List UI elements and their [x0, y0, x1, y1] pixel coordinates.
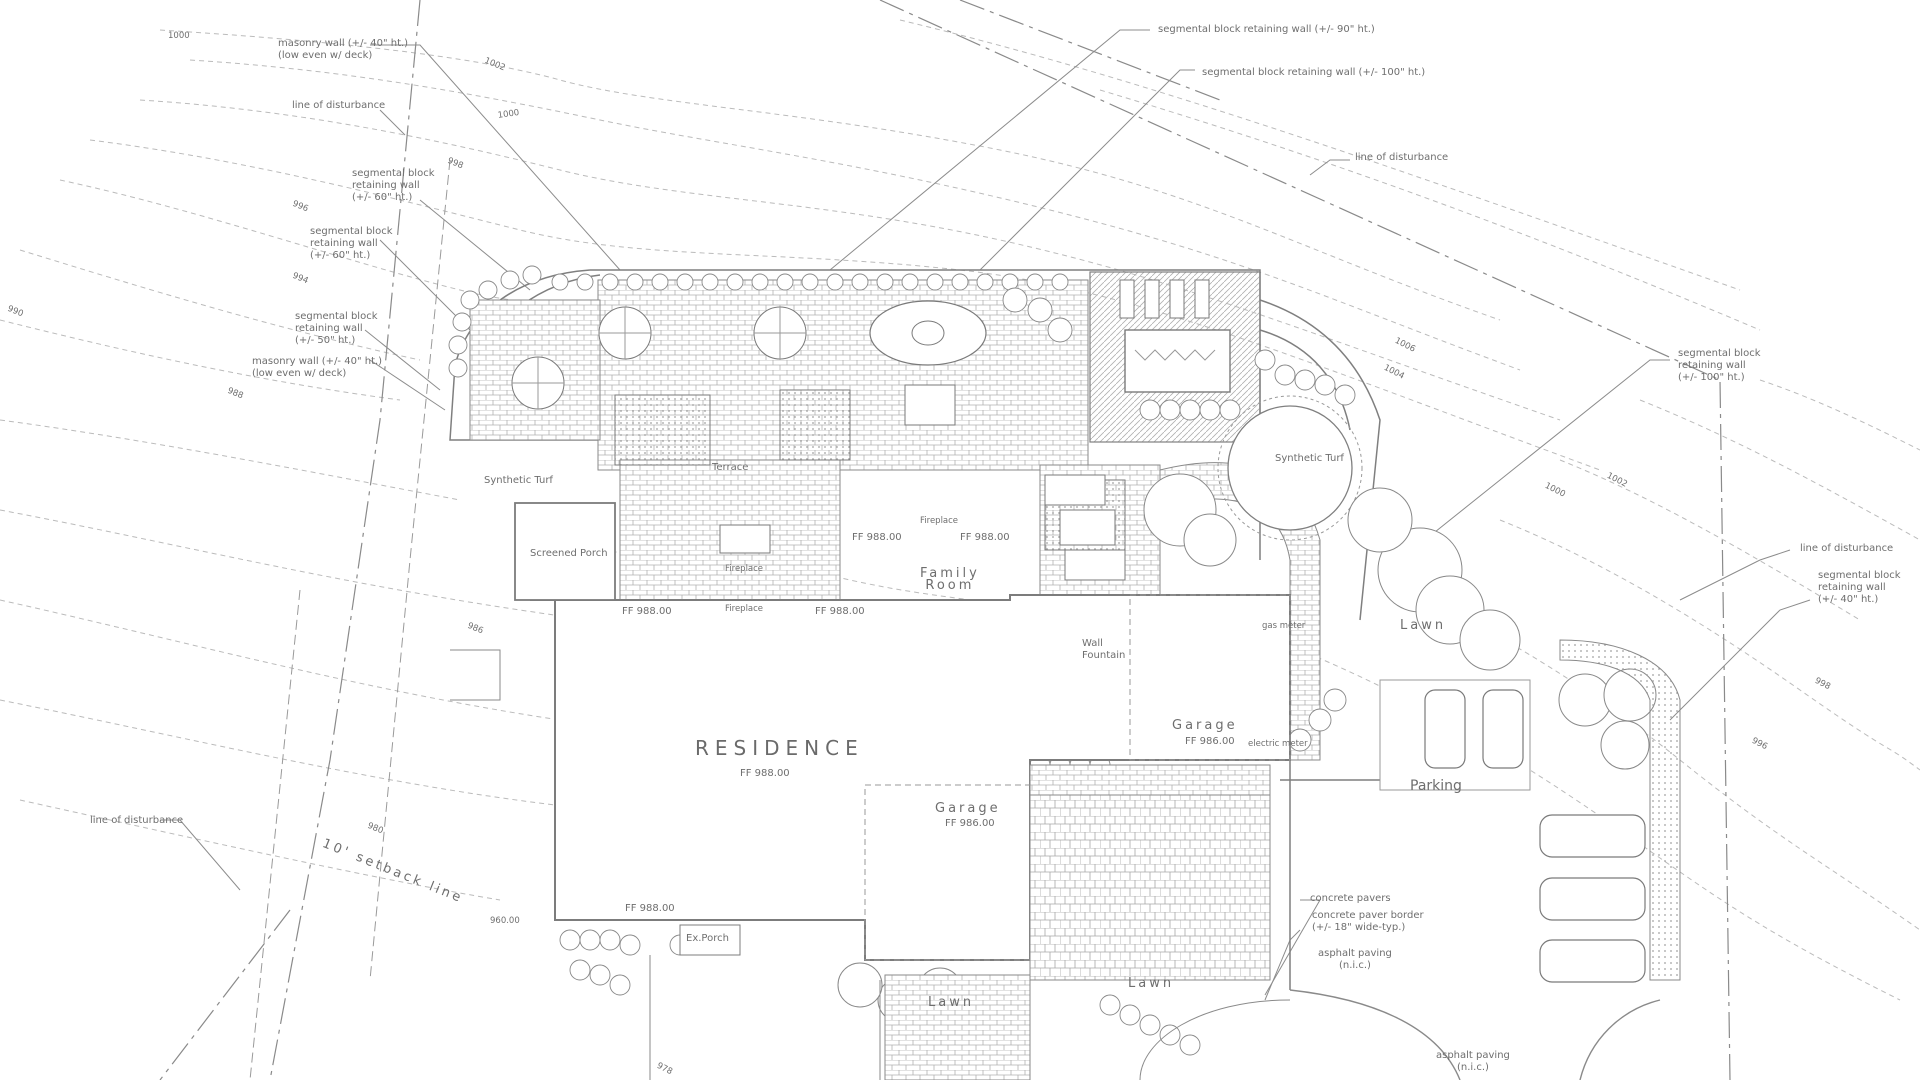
annotation-retaining-wall: segmental block retaining wall (+/- 60" … — [352, 168, 435, 203]
patio-tables — [511, 306, 956, 554]
wall-fountain-label: Wall Fountain — [1082, 638, 1126, 661]
annotation-masonry-wall: masonry wall (+/- 40" ht.) (low even w/ … — [252, 356, 383, 379]
fireplace-label: Fireplace — [920, 516, 959, 526]
annotation-retaining-wall: segmental block retaining wall (+/- 90" … — [1158, 24, 1375, 35]
asphalt-edge — [1289, 989, 1461, 1080]
garage-ff-1: FF 986.00 — [1185, 736, 1235, 747]
residence-ff: FF 988.00 — [740, 768, 790, 779]
lounge-chairs — [1119, 279, 1210, 319]
screened-porch-label: Screened Porch — [530, 548, 608, 559]
finish-floor-label: FF 988.00 — [622, 606, 672, 617]
residence-label: RESIDENCE — [695, 736, 864, 760]
annotation-retaining-wall: segmental block retaining wall (+/- 100"… — [1678, 348, 1761, 383]
left-landing — [450, 649, 501, 701]
contour-lines — [0, 19, 1920, 1001]
paver-border-label: concrete paver border (+/- 18" wide-typ.… — [1312, 910, 1424, 933]
finish-floor-label: FF 988.00 — [815, 606, 865, 617]
annotation-line-of-disturbance: line of disturbance — [1355, 152, 1449, 163]
lawn-arc — [1139, 999, 1291, 1080]
gas-meter-label: gas meter — [1262, 621, 1306, 631]
planter — [614, 394, 711, 466]
asphalt-paving-label: asphalt paving (n.i.c.) — [1436, 1050, 1510, 1073]
east-garden-bed — [1559, 639, 1681, 981]
pool — [1124, 329, 1231, 393]
paver-border-strip — [1029, 764, 1271, 796]
family-room-label: Family Room — [920, 566, 980, 593]
garage-ff-2: FF 986.00 — [945, 818, 995, 829]
annotation-retaining-wall: segmental block retaining wall (+/- 40" … — [1818, 570, 1901, 605]
fire-pit — [869, 300, 987, 366]
parking-label: Parking — [1410, 778, 1462, 794]
garage-label-2: Garage — [935, 801, 1001, 816]
annotation-masonry-wall: masonry wall (+/- 40" ht.) (low even w/ … — [278, 38, 409, 61]
garage-outline-1 — [1129, 594, 1291, 761]
lawn-label: Lawn — [1128, 976, 1175, 991]
cars — [1424, 689, 1646, 983]
property-lines — [159, 0, 1731, 1080]
turnaround — [1579, 999, 1661, 1080]
concrete-pavers-label: concrete pavers — [1310, 893, 1391, 904]
leader-lines — [160, 29, 1811, 1001]
annotation-retaining-wall: segmental block retaining wall (+/- 50" … — [295, 311, 378, 346]
asphalt-paving-label: asphalt paving (n.i.c.) — [1318, 948, 1392, 971]
line-of-disturbance-lines — [249, 159, 451, 1080]
ex-porch — [679, 924, 741, 956]
synthetic-turf-label: Synthetic Turf — [1275, 453, 1344, 464]
annotation-line-of-disturbance: line of disturbance — [292, 100, 386, 111]
finish-floor-label: FF 988.00 — [852, 532, 902, 543]
finish-floor-label: FF 988.00 — [960, 532, 1010, 543]
electric-meter-label: electric meter — [1248, 739, 1308, 749]
finish-floor-label: FF 988.00 — [625, 903, 675, 914]
screened-porch — [514, 502, 616, 601]
step-stones — [1044, 474, 1126, 581]
planter — [779, 389, 851, 461]
annotation-line-of-disturbance: line of disturbance — [90, 815, 184, 826]
contour-label: 1000 — [168, 31, 190, 41]
synthetic-turf-label: Synthetic Turf — [484, 475, 553, 486]
garage-label-1: Garage — [1172, 718, 1238, 733]
lawn-label: Lawn — [1400, 618, 1447, 633]
lawn-label: Lawn — [928, 995, 975, 1010]
annotation-retaining-wall: segmental block retaining wall (+/- 60" … — [310, 226, 393, 261]
fireplace-label: Fireplace — [725, 604, 764, 614]
annotation-line-of-disturbance: line of disturbance — [1800, 543, 1894, 554]
trees — [837, 473, 1657, 1023]
driveway-pavers — [1029, 794, 1271, 981]
contour-label: 960.00 — [490, 916, 520, 926]
ex-porch-label: Ex.Porch — [686, 933, 729, 944]
front-paving — [884, 974, 1031, 1080]
synthetic-turf-east — [1227, 405, 1353, 531]
annotation-retaining-wall: segmental block retaining wall (+/- 100"… — [1202, 67, 1426, 78]
fireplace-label: Fireplace — [725, 564, 764, 574]
terrace-label: Terrace — [712, 462, 749, 473]
